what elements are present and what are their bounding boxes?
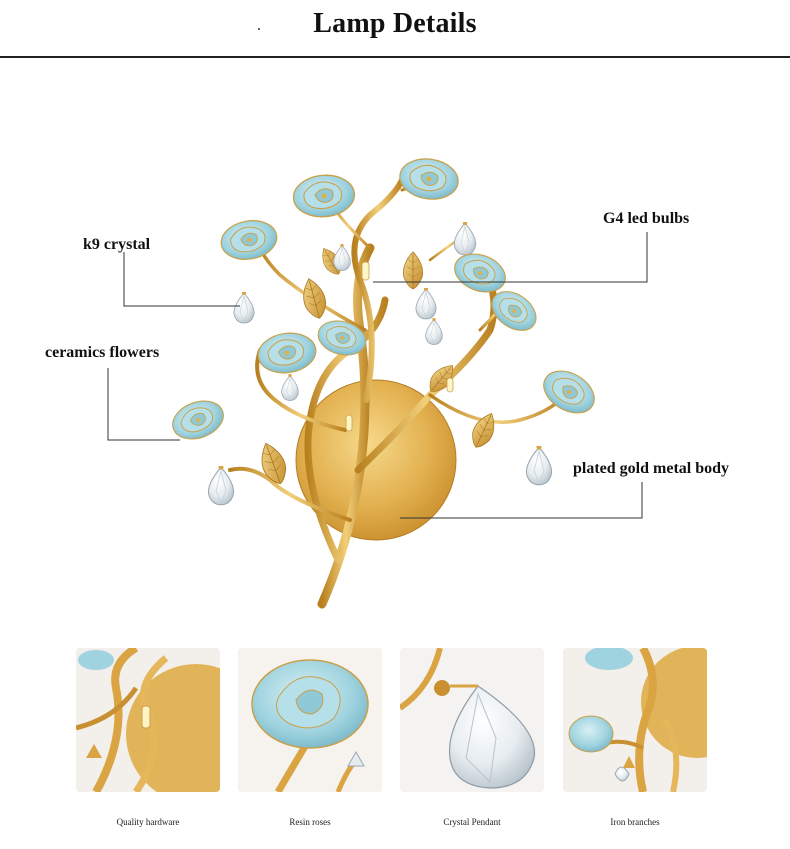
lamp-illustration (107, 154, 648, 609)
title-divider (0, 56, 790, 58)
thumbnail-crystal-pendant (400, 648, 544, 792)
callout-leader-lines (107, 232, 648, 519)
thumbnail-caption-resin-roses: Resin roses (289, 817, 331, 827)
thumbnail-resin-roses (238, 648, 382, 792)
thumbnail-caption-iron-branches: Iron branches (610, 817, 660, 827)
thumbnail-iron-branches (563, 648, 707, 792)
callout-plated-gold-metal-body: plated gold metal body (573, 460, 730, 477)
g4-bulbs (345, 261, 454, 432)
callout-ceramics-flowers: ceramics flowers (45, 344, 160, 361)
title-dot (258, 28, 260, 30)
page-title: Lamp Details (313, 8, 477, 39)
thumbnail-caption-crystal-pendant: Crystal Pendant (443, 817, 501, 827)
gold-back-plate (295, 379, 457, 541)
callout-g4-led-bulbs: G4 led bulbs (603, 210, 690, 227)
thumbnail-caption-quality-hardware: Quality hardware (116, 817, 180, 827)
thumbnail-quality-hardware (76, 648, 220, 792)
callout-k9-crystal: k9 crystal (83, 236, 151, 253)
